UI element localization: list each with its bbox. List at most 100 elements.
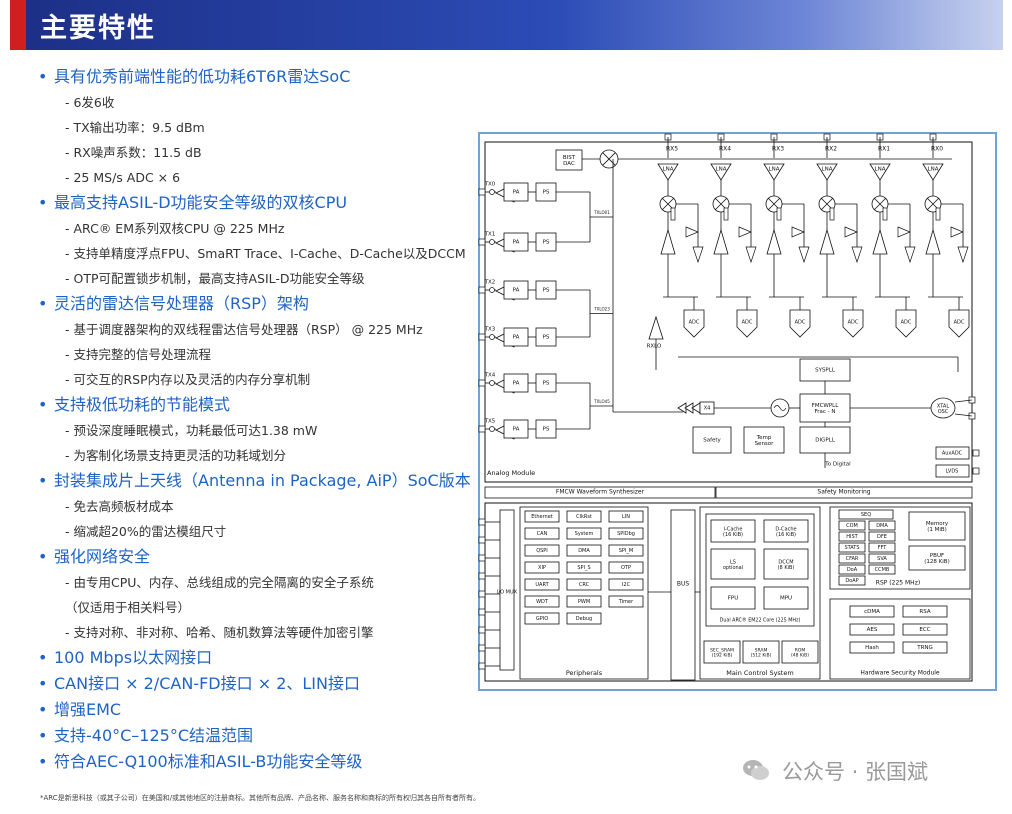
feature-subitem: OTP可配置锁步机制，最高支持ASIL-D功能安全等级: [38, 266, 488, 291]
feature-subitem: 由专用CPU、内存、总线组成的完全隔离的安全子系统: [38, 570, 488, 595]
rsp-item-box: [868, 553, 896, 564]
feature-item: 符合AEC-Q100标准和ASIL-B功能安全等级: [38, 749, 488, 775]
rsp-item-label: STATS: [844, 545, 859, 551]
hsm-item-label: Hash: [865, 645, 879, 651]
lna-label: LNA: [875, 167, 886, 173]
feature-title: CAN接口 × 2/CAN-FD接口 × 2、LIN接口: [38, 671, 488, 697]
digpll-box: [799, 426, 851, 454]
lna-label: LNA: [822, 167, 833, 173]
rsp-item-box: [868, 564, 896, 575]
peripheral-item-box: [608, 578, 644, 591]
label-line: (512 KiB): [751, 652, 772, 658]
feature-title: 强化网络安全: [38, 544, 488, 570]
adc-label: ADC: [901, 320, 912, 326]
feature-title: 灵活的雷达信号处理器（RSP）架构: [38, 291, 488, 317]
feature-title: 增强EMC: [38, 697, 488, 723]
label-line: SRAM: [755, 647, 768, 653]
peripheral-item-label: CRC: [579, 582, 590, 588]
lna-icon: [710, 163, 732, 181]
auxadc-label: AuxADC: [942, 451, 963, 457]
feature-subitem: 支持单精度浮点FPU、SmaRT Trace、I-Cache、D-Cache以及…: [38, 241, 488, 266]
hsm-item-label: cDMA: [864, 609, 880, 615]
pbuf-box: [908, 545, 966, 571]
memory-block-label: ROM(48 KiB): [791, 647, 809, 658]
signal-line: [927, 198, 939, 210]
hsm-item-label: AES: [867, 627, 878, 633]
peripheral-item-label: LIN: [622, 514, 630, 520]
rx-label: RX0: [931, 146, 943, 153]
rsp-memory-box: [908, 511, 966, 541]
label-line: DAC: [563, 161, 575, 167]
tx-balun-icon: [489, 334, 495, 340]
bus-box: [670, 509, 696, 681]
adc-label: ADC: [689, 320, 700, 326]
peripheral-item-label: SPIDbg: [617, 531, 635, 537]
peripheral-item-box: [608, 595, 644, 608]
tx-balun-icon: [489, 287, 495, 293]
adc-icon: [736, 309, 758, 338]
signal-line: [954, 413, 973, 417]
doap-label: DoAP: [845, 578, 858, 584]
peripheral-item-box: [566, 561, 602, 574]
pa-label: PA: [513, 335, 520, 341]
peripheral-item-label: Debug: [576, 616, 592, 622]
txlo-label: TXLO45: [593, 399, 610, 404]
adc-label: ADC: [795, 320, 806, 326]
feature-subitem: 免去高频板材成本: [38, 494, 488, 519]
peripheral-item-label: QSPI: [536, 548, 548, 554]
ps-label: PS: [543, 427, 550, 433]
rsp-item-box: [868, 520, 896, 531]
label-line: OSC: [938, 408, 949, 414]
peripheral-item-box: [566, 527, 602, 540]
tx-label: TX4: [484, 373, 496, 379]
pa-label: PA: [513, 427, 520, 433]
dcache-label: D-Cache(16 KiB): [775, 526, 796, 538]
lna-label: LNA: [769, 167, 780, 173]
peripheral-item-box: [566, 544, 602, 557]
rx-label: RX3: [772, 146, 784, 153]
lna-icon: [657, 163, 679, 181]
rx-label: RX4: [719, 146, 731, 153]
adc-label: ADC: [954, 320, 965, 326]
adc-icon: [948, 309, 970, 338]
peripheral-item-label: WDT: [536, 599, 549, 605]
filter-icon: [723, 207, 729, 221]
header-bar: [10, 0, 1003, 50]
memory-block-label: SRAM(512 KiB): [751, 647, 772, 658]
pin-pad: [478, 554, 486, 562]
tx-balun-icon: [489, 239, 495, 245]
peripheral-item-box: [566, 595, 602, 608]
x4-label: X4: [704, 406, 711, 412]
pa-label: PA: [513, 240, 520, 246]
pa-label: PA: [513, 190, 520, 196]
footnote: *ARC是新思科技（或其子公司）在美国和/或其他地区的注册商标。其他所有品牌、产…: [40, 794, 481, 802]
peripheral-item-box: [608, 561, 644, 574]
hsm-item-box: [902, 605, 948, 618]
feature-subitem: 预设深度睡眠模式，功耗最低可达1.38 mW: [38, 418, 488, 443]
feature-title: 封装集成片上天线（Antenna in Package, AiP）SoC版本: [38, 468, 488, 494]
label-line: ROM: [795, 647, 806, 653]
feature-item: 灵活的雷达信号处理器（RSP）架构基于调度器架构的双线程雷达信号处理器（RSP）…: [38, 291, 488, 392]
peripheral-item-box: [524, 527, 560, 540]
feature-subitem: 为客制化场景支持更灵活的功耗域划分: [38, 443, 488, 468]
rsp-item-box: [838, 531, 866, 542]
label-line: FMCWPLL: [812, 402, 840, 408]
safety-monitoring-label: Safety Monitoring: [817, 489, 870, 496]
peripheral-item-label: OTP: [621, 565, 631, 571]
rsp-item-box: [838, 520, 866, 531]
rsp-item-label: DMA: [876, 523, 888, 529]
hsm-item-label: RSA: [919, 609, 930, 615]
rsp-item-label: COM: [846, 523, 858, 529]
feature-item: 支持极低功耗的节能模式预设深度睡眠模式，功耗最低可达1.38 mW为客制化场景支…: [38, 392, 488, 468]
adc-icon: [789, 309, 811, 338]
rsp-item-label: DoA: [847, 567, 858, 573]
feature-title: 支持极低功耗的节能模式: [38, 392, 488, 418]
pa-label: PA: [513, 288, 520, 294]
feature-subitem: 支持完整的信号处理流程: [38, 342, 488, 367]
rx-label: RX5: [666, 146, 678, 153]
label-line: Frac - N: [814, 409, 835, 415]
safety-monitoring-box: [715, 486, 973, 499]
mpu-box: [763, 586, 809, 610]
pin-pad: [478, 590, 486, 598]
pin-pad: [478, 608, 486, 616]
